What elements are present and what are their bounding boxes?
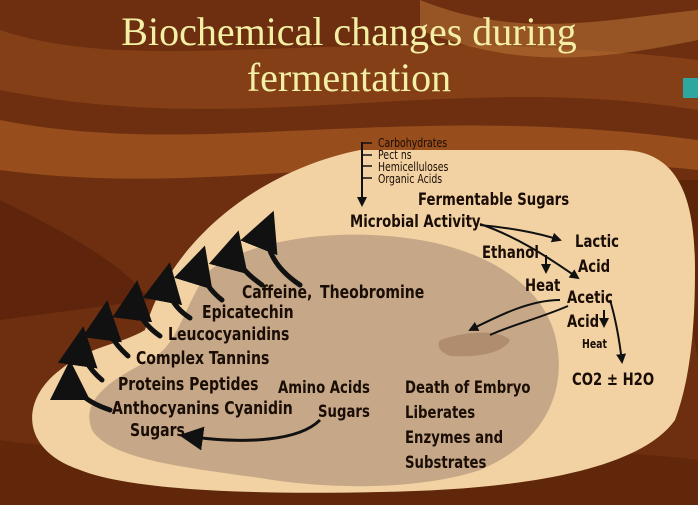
- sugars-mid-label: Sugars: [318, 402, 370, 422]
- ethanol-label: Ethanol: [482, 243, 539, 263]
- fermentable-sugars-label: Fermentable Sugars: [418, 190, 570, 210]
- co2-h2o-label: CO2 ± H2O: [572, 370, 655, 390]
- heat-label-2: Heat: [582, 337, 607, 351]
- title-line-1: Biochemical changes during: [121, 9, 577, 54]
- theobromine-label: Theobromine: [320, 282, 425, 303]
- inner-bean-shape: [89, 234, 559, 487]
- input-pectins: Pect ns: [378, 148, 412, 162]
- complex-tannins-label: Complex Tannins: [136, 348, 270, 369]
- acetic-label: Acetic: [567, 288, 613, 308]
- lactic-acid-label: Acid: [578, 257, 611, 277]
- death-of-embryo-label: Death of Embryo: [405, 378, 531, 398]
- title-line-2: fermentation: [246, 55, 452, 100]
- anthocyanins-cyanidin-label: Anthocyanins Cyanidin: [112, 398, 293, 419]
- amino-acids-label: Amino Acids: [278, 378, 370, 398]
- sugars-left-label: Sugars: [130, 420, 185, 441]
- liberates-label: Liberates: [405, 403, 476, 423]
- acetic-acid-label: Acid: [567, 312, 600, 332]
- polyphenol-arrows: [50, 210, 303, 413]
- caffeine-label: Caffeine,: [242, 282, 313, 303]
- leucocyanidins-label: Leucocyanidins: [168, 324, 290, 345]
- lactic-label: Lactic: [575, 232, 620, 252]
- microbial-activity-label: Microbial Activity: [350, 212, 481, 232]
- enzymes-and-label: Enzymes and: [405, 428, 504, 448]
- heat-label-1: Heat: [525, 276, 561, 296]
- epicatechin-label: Epicatechin: [202, 302, 294, 323]
- input-organic-acids: Organic Acids: [378, 172, 443, 186]
- input-hemicelluloses: Hemicelluloses: [378, 160, 449, 174]
- proteins-peptides-label: Proteins Peptides: [118, 374, 259, 395]
- input-carbohydrates: Carbohydrates: [378, 136, 448, 150]
- substrates-label: Substrates: [405, 453, 487, 473]
